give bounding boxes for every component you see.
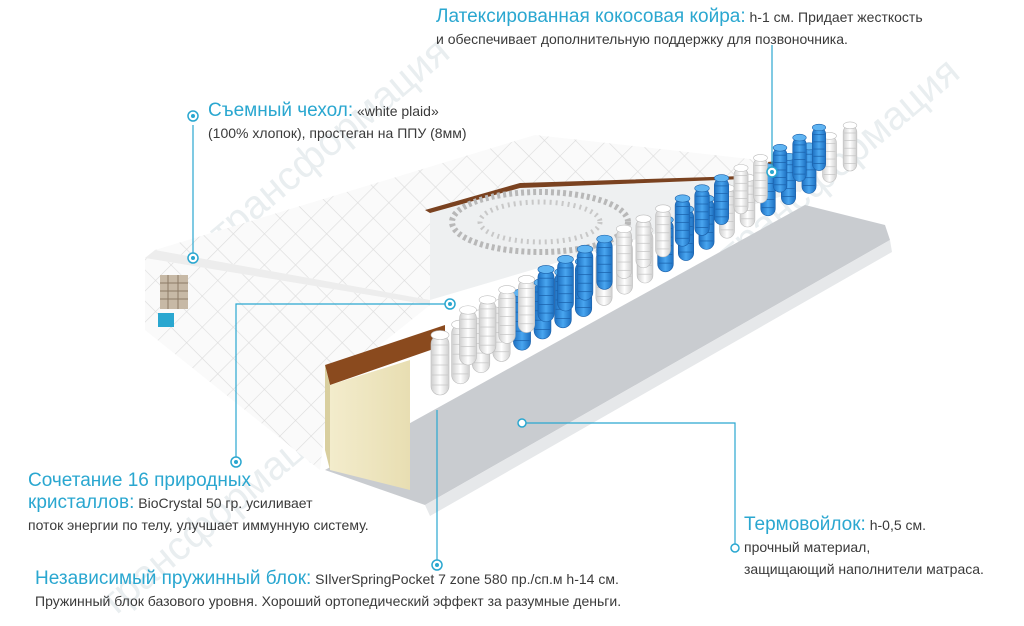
spring-top [655,204,671,213]
dot-felt [730,543,740,553]
callout-crystals: Сочетание 16 природных кристаллов: BioCr… [28,470,448,536]
spring-top [459,305,477,315]
spring-top [635,214,652,223]
callout-coconut-line1: h-1 см. Придает жесткость [749,9,923,25]
felt-layer [325,205,890,505]
callout-cover-title: Съемный чехол: [208,100,354,121]
logo-badge [158,313,174,327]
spring-top [733,164,749,172]
spring-top [694,184,710,193]
brand-tag [160,275,188,309]
callout-springs-line2: Пружинный блок базового уровня. Хороший … [35,593,622,609]
connector-felt [522,422,736,545]
spring-top [753,154,768,162]
spring-top [842,121,858,130]
connector-crystals [235,303,450,462]
callout-crystals-title2: кристаллов: [28,492,135,513]
callout-cover: Съемный чехол: «white plaid» (100% хлопо… [208,100,548,144]
callout-cover-line1: «white plaid» [357,103,439,119]
spring-top [478,295,497,305]
callout-coconut-title: Латексированная кокосовая койра: [436,6,746,27]
callout-crystals-line2: поток энергии по телу, улучшает иммунную… [28,517,369,533]
callout-springs-title: Независимый пружинный блок: [35,568,312,589]
spring-top [792,133,807,142]
cover-side [145,258,430,470]
callout-felt-line3: защищающий наполнители матраса. [744,561,984,577]
latex-block [330,360,410,490]
callout-coconut: Латексированная кокосовая койра: h-1 см.… [436,6,1016,50]
spring-top [812,123,826,132]
callout-crystals-title1: Сочетание 16 природных [28,470,252,491]
spring-top [772,144,788,152]
spring-top [518,275,535,284]
spring-top [498,285,516,295]
callout-coconut-line2: и обеспечивает дополнительную поддержку … [436,31,848,47]
spring-top [537,265,555,274]
callout-springs-line1: SIlverSpringPocket 7 zone 580 пр./сп.м h… [315,571,619,587]
spring-top [576,244,594,254]
spring-top [430,330,450,340]
spring-top [714,174,729,183]
dot-springs-top [517,418,527,428]
spring-top [596,234,613,244]
callout-felt: Термовойлок: h-0,5 см. прочный материал,… [744,514,1019,580]
spring-block [430,121,858,396]
spring-top [557,255,574,264]
callout-cover-line2: (100% хлопок), простеган на ППУ (8мм) [208,125,467,141]
spring-top [674,194,691,203]
callout-felt-line2: прочный материал, [744,539,871,555]
callout-felt-title: Термовойлок: [744,514,866,535]
callout-crystals-line1: BioCrystal 50 гр. усиливает [138,495,313,511]
coir-block [325,325,445,385]
spring-top [616,224,632,234]
callout-springs: Независимый пружинный блок: SIlverSpring… [35,568,735,612]
callout-felt-line1: h-0,5 см. [869,517,927,533]
crystal-ornament [449,189,631,255]
